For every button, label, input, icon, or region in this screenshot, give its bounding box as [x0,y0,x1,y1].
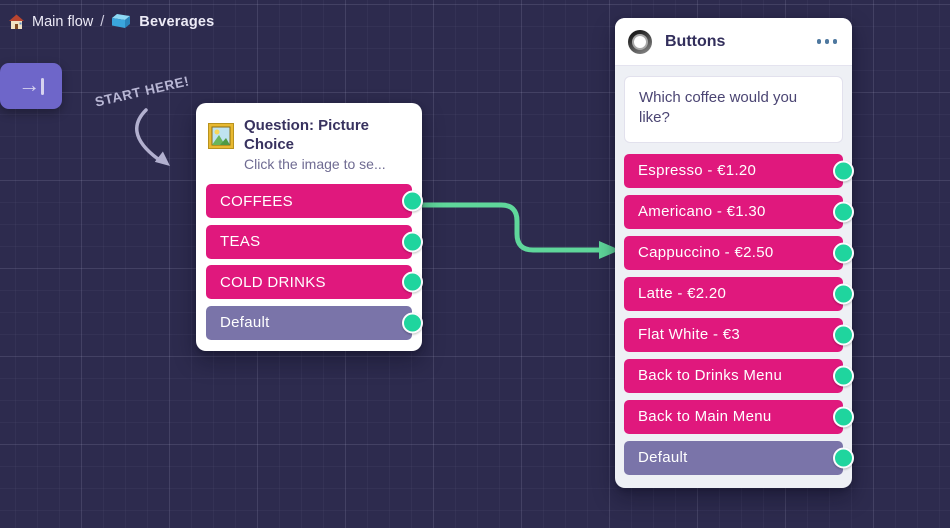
flow-button-label: TEAS [220,233,261,251]
flow-button-espresso[interactable]: Espresso - €1.20 [624,153,854,188]
output-port[interactable] [833,406,854,427]
output-port[interactable] [833,283,854,304]
flow-button-cappuccino[interactable]: Cappuccino - €2.50 [624,235,854,270]
ellipsis-icon[interactable] [815,33,840,50]
flow-button-back-to-main[interactable]: Back to Main Menu [624,399,854,434]
blue-cube-icon [111,13,132,30]
node-title: Buttons [665,32,726,50]
flow-button-default[interactable]: Default [206,305,423,340]
node-header: Question: Picture Choice Click the image… [206,116,412,172]
output-port[interactable] [833,242,854,263]
breadcrumb-separator: / [100,13,105,30]
jump-in-button[interactable]: → [0,63,62,109]
flow-button-label: Latte - €2.20 [638,285,727,302]
flow-button-label: COFFEES [220,192,293,210]
node-picture-choice[interactable]: Question: Picture Choice Click the image… [196,103,423,351]
flow-button-cold-drinks[interactable]: COLD DRINKS [206,265,423,300]
flow-button-label: Default [220,314,270,332]
output-port[interactable] [402,231,423,253]
flow-button-americano[interactable]: Americano - €1.30 [624,194,854,229]
output-port[interactable] [833,201,854,222]
radio-button-icon [628,29,652,54]
button-list: COFFEES TEAS COLD DRINKS Default [206,184,423,340]
breadcrumb-current[interactable]: Beverages [139,13,215,30]
flow-button-label: Espresso - €1.20 [638,162,757,179]
output-port[interactable] [833,160,854,181]
flow-button-latte[interactable]: Latte - €2.20 [624,276,854,311]
flow-button-label: Flat White - €3 [638,326,741,343]
flow-button-label: COLD DRINKS [220,273,326,291]
flow-button-label: Back to Drinks Menu [638,367,783,384]
breadcrumb: Main flow / Beverages [8,13,214,30]
node-subtitle: Click the image to se... [244,156,386,173]
flow-button-teas[interactable]: TEAS [206,224,423,259]
node-header: Buttons [615,18,852,66]
question-text-box[interactable]: Which coffee would you like? [624,76,843,143]
node-buttons[interactable]: Buttons Which coffee would you like? Esp… [615,18,854,488]
node-body: Which coffee would you like? Espresso - … [615,66,854,488]
button-list: Espresso - €1.20 Americano - €1.30 Cappu… [624,153,854,475]
output-port[interactable] [402,190,423,212]
output-port[interactable] [833,365,854,386]
node-title: Question: Picture Choice [244,117,370,154]
arrow-to-bar-icon: → [18,72,41,97]
output-port[interactable] [402,271,423,293]
breadcrumb-home[interactable]: Main flow [32,13,94,30]
flow-button-label: Cappuccino - €2.50 [638,244,774,261]
flow-button-back-to-drinks[interactable]: Back to Drinks Menu [624,358,854,393]
flow-button-default[interactable]: Default [624,440,854,475]
output-port[interactable] [833,324,854,345]
flow-button-flat-white[interactable]: Flat White - €3 [624,317,854,352]
output-port[interactable] [833,447,854,468]
flow-button-coffees[interactable]: COFFEES [206,184,423,219]
flow-button-label: Default [638,449,688,466]
arrow-to-bar-icon-bar [41,77,44,95]
radio-button-icon-center [632,33,648,50]
output-port[interactable] [402,312,423,334]
node-header-text: Question: Picture Choice Click the image… [244,116,410,172]
picture-frame-icon [208,123,234,172]
start-here-arrow-icon [135,108,170,166]
flow-button-label: Back to Main Menu [638,408,772,425]
house-icon [8,14,25,30]
flow-button-label: Americano - €1.30 [638,203,766,220]
